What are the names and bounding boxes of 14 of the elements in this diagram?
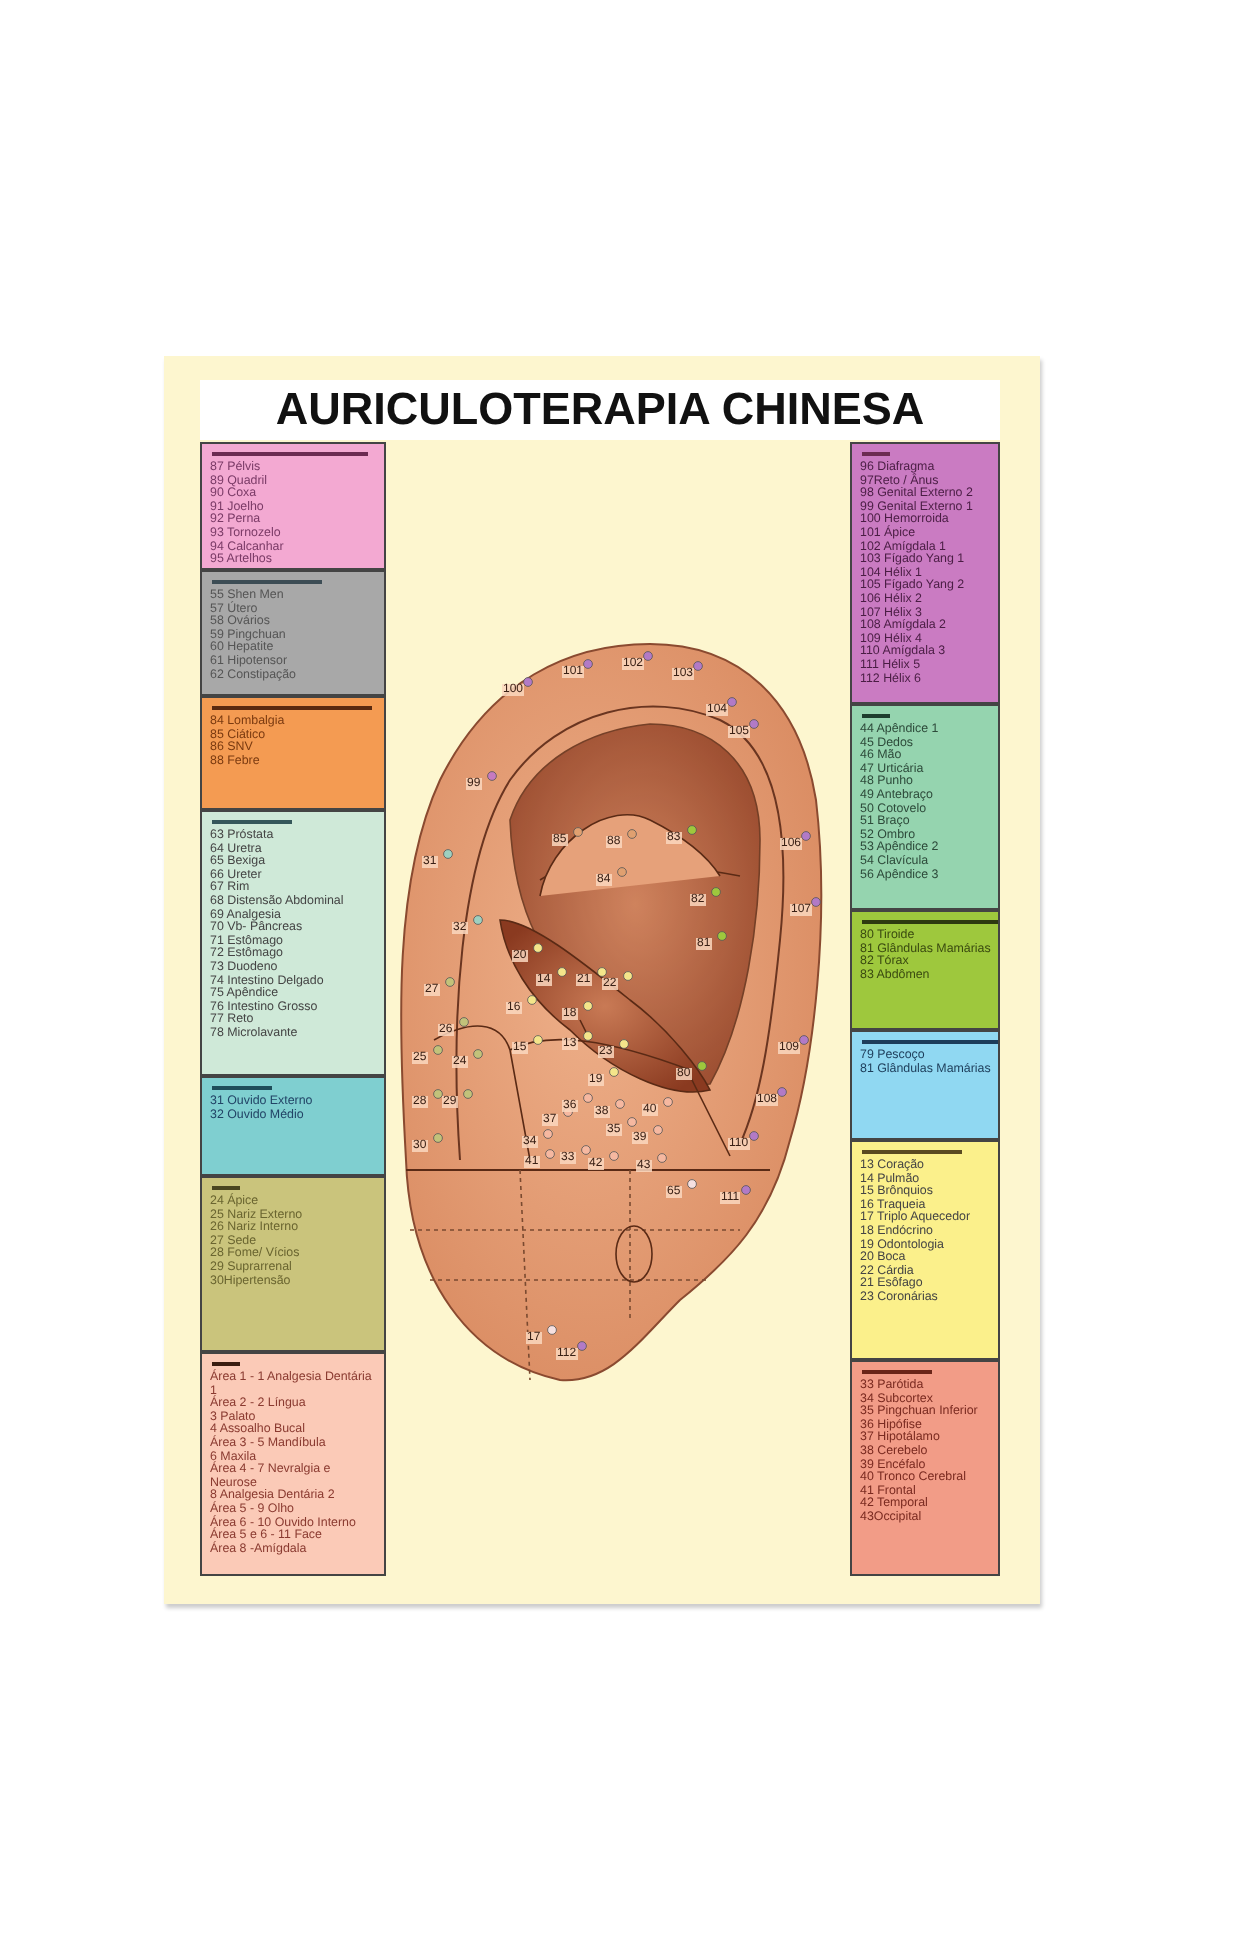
legend-panel	[850, 704, 1000, 910]
poster-title: AURICULOTERAPIA CHINESA	[200, 380, 1000, 440]
legend-panel	[850, 442, 1000, 704]
legend-panel	[200, 442, 386, 570]
legend-panel	[850, 1360, 1000, 1576]
legend-panel	[200, 810, 386, 1076]
legend-panel	[200, 1176, 386, 1352]
legend-panel	[200, 1076, 386, 1176]
legend-panel	[200, 1352, 386, 1576]
legend-panel	[850, 910, 1000, 1030]
legend-panel	[200, 570, 386, 696]
legend-panel	[200, 696, 386, 810]
legend-panel	[850, 1140, 1000, 1360]
legend-panel	[850, 1030, 1000, 1140]
